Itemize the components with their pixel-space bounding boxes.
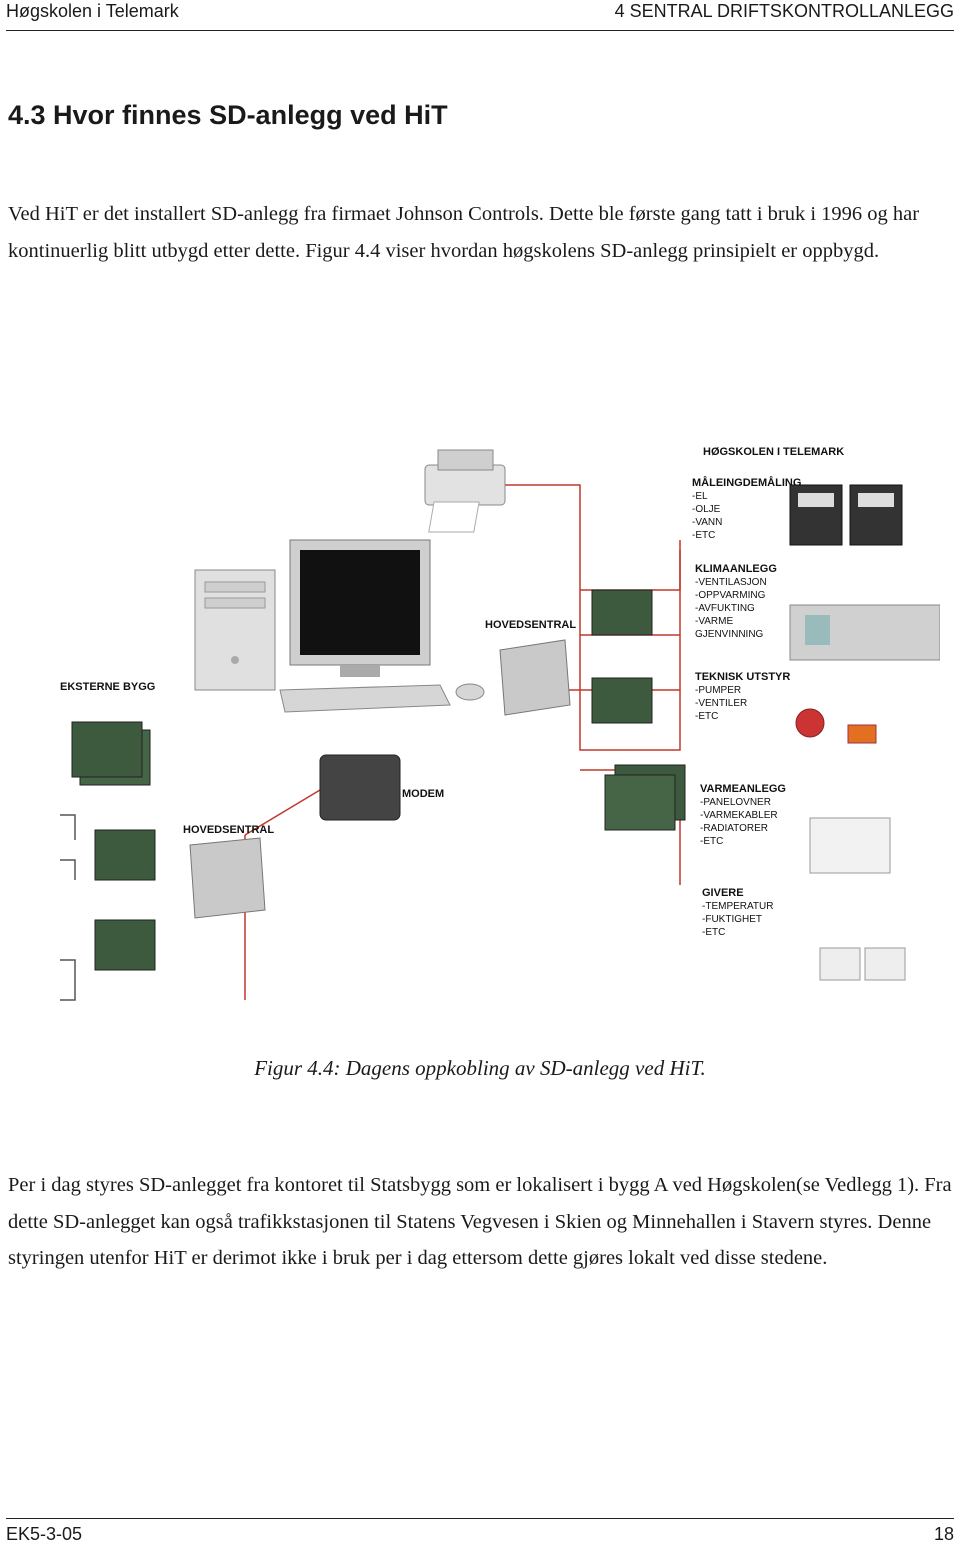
controller-board-icon (591, 589, 653, 724)
svg-text:TEKNISK UTSTYR: TEKNISK UTSTYR (695, 671, 790, 683)
svg-text:-PUMPER: -PUMPER (695, 685, 741, 696)
central-unit2-icon (189, 837, 266, 919)
svg-text:-OPPVARMING: -OPPVARMING (695, 590, 766, 601)
modem-icon (319, 754, 401, 821)
svg-text:-VARME: -VARME (695, 616, 733, 627)
hovedsentral-label: HOVEDSENTRAL (485, 619, 576, 631)
svg-text:-OLJE: -OLJE (692, 504, 721, 515)
intro-paragraph: Ved HiT er det installert SD-anlegg fra … (8, 203, 920, 262)
hovedsentral2-label: HOVEDSENTRAL (183, 824, 274, 836)
body-paragraph: Per i dag styres SD-anlegget fra kontore… (8, 1174, 952, 1269)
svg-text:-VARMEKABLER: -VARMEKABLER (700, 810, 778, 821)
group-2: TEKNISK UTSTYR -PUMPER -VENTILER -ETC (695, 671, 790, 722)
computer-tower-icon (194, 569, 276, 691)
footer-left: EK5-3-05 (6, 1524, 83, 1544)
external-boards-icon (71, 721, 156, 971)
figure-caption: Figur 4.4: Dagens oppkobling av SD-anleg… (254, 1056, 706, 1080)
svg-text:-ETC: -ETC (702, 927, 725, 938)
svg-text:MÅLEINGDEMÅLING: MÅLEINGDEMÅLING (692, 476, 801, 489)
central-unit-icon (499, 639, 571, 716)
section-title: 4.3 Hvor finnes SD-anlegg ved HiT (8, 100, 448, 130)
group-0: MÅLEINGDEMÅLING -EL -OLJE -VANN -ETC (692, 476, 801, 541)
svg-text:-VENTILASJON: -VENTILASJON (695, 577, 767, 588)
header-right: 4 SENTRAL DRIFTSKONTROLLANLEGG (614, 1, 954, 21)
diagram-title: HØGSKOLEN I TELEMARK (703, 446, 844, 458)
printer-icon (424, 449, 506, 533)
meter-icon (789, 484, 903, 546)
svg-text:-ETC: -ETC (692, 530, 715, 541)
group-4: GIVERE -TEMPERATUR -FUKTIGHET -ETC (702, 887, 773, 938)
svg-text:-RADIATORER: -RADIATORER (700, 823, 768, 834)
svg-text:-ETC: -ETC (695, 711, 718, 722)
page-footer: EK5-3-05 18 (6, 1518, 954, 1544)
svg-text:GIVERE: GIVERE (702, 887, 744, 899)
keyboard-icon (279, 683, 485, 713)
svg-text:-PANELOVNER: -PANELOVNER (700, 797, 771, 808)
svg-text:KLIMAANLEGG: KLIMAANLEGG (695, 563, 777, 575)
group-1: KLIMAANLEGG -VENTILASJON -OPPVARMING -AV… (695, 563, 777, 640)
external-links (60, 814, 76, 1001)
header-left: Høgskolen i Telemark (6, 1, 179, 21)
svg-text:-FUKTIGHET: -FUKTIGHET (702, 914, 762, 925)
monitor-icon (289, 539, 431, 677)
svg-text:-EL: -EL (692, 491, 708, 502)
system-diagram: HOVEDSENTRAL HØGSKOLEN I TELEMARK MÅLEIN… (60, 446, 940, 1001)
svg-text:-VENTILER: -VENTILER (695, 698, 747, 709)
pump-icon (795, 708, 877, 744)
controller-stack-icon (604, 764, 686, 831)
ventilation-unit-icon (789, 604, 940, 661)
sensor-icon (819, 947, 906, 981)
page-header: Høgskolen i Telemark 4 SENTRAL DRIFTSKON… (6, 0, 954, 31)
radiator-icon (809, 817, 891, 874)
svg-text:-VANN: -VANN (692, 517, 722, 528)
svg-text:-AVFUKTING: -AVFUKTING (695, 603, 755, 614)
page-number: 18 (933, 1524, 954, 1544)
eksterne-bygg-label: EKSTERNE BYGG (60, 681, 155, 693)
modem-label: MODEM (402, 788, 444, 800)
svg-text:VARMEANLEGG: VARMEANLEGG (700, 783, 786, 795)
group-3: VARMEANLEGG -PANELOVNER -VARMEKABLER -RA… (700, 783, 786, 847)
svg-text:GJENVINNING: GJENVINNING (695, 629, 764, 640)
svg-text:-TEMPERATUR: -TEMPERATUR (702, 901, 773, 912)
svg-text:-ETC: -ETC (700, 836, 723, 847)
